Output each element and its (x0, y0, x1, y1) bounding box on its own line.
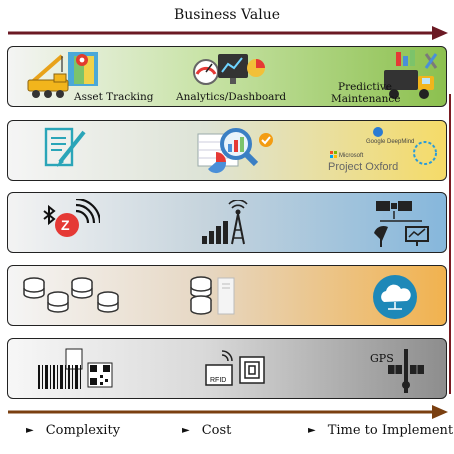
google-deepmind-logo-text: Google DeepMind (366, 139, 414, 145)
document-pen-icon (44, 127, 86, 167)
rfid-label: RFID (210, 377, 227, 384)
factor-time: ► Time to Implement (308, 423, 453, 438)
cloud-icon (373, 275, 417, 319)
cell-tower-signal-icon (202, 200, 248, 245)
crane-truck-map-icon (27, 52, 98, 98)
bullet-icon: ► (182, 425, 190, 436)
predictive-maintenance-label: Predictive (338, 81, 392, 93)
satellite-network-icon (374, 201, 429, 247)
factor-complexity: ► Complexity (26, 423, 120, 438)
layer-sensors: RFID GPS (7, 338, 447, 399)
microsoft-logo-text: Microsoft (339, 153, 364, 159)
layer-analytics-services: Google DeepMind Microsoft Project Oxford (7, 120, 447, 181)
rfid-nfc-icon (205, 350, 265, 386)
right-edge-line (449, 94, 451, 394)
layer-storage (7, 265, 447, 326)
svg-text:Z: Z (61, 217, 70, 233)
factor-time-label: Time to Implement (327, 423, 454, 438)
gauge-chart-icon (193, 54, 265, 85)
factor-complexity-label: Complexity (45, 423, 121, 438)
gps-label: GPS (370, 352, 394, 365)
bullet-icon: ► (308, 425, 316, 436)
asset-tracking-label: Asset Tracking (74, 91, 154, 103)
business-value-arrow (8, 26, 448, 40)
layer-connectivity: Z (7, 192, 447, 253)
project-oxford-text: Project Oxford (328, 161, 398, 173)
factor-cost: ► Cost (182, 423, 231, 438)
barcode-qr-icon (38, 348, 113, 389)
truck-tools-icon (384, 50, 438, 99)
cost-factors-arrow (8, 405, 448, 419)
business-value-title: Business Value (173, 7, 281, 23)
ai-services-logos: Google DeepMind Microsoft Project Oxford (328, 127, 437, 173)
predictive-maintenance-label-line2: Maintenance (331, 93, 401, 105)
database-cluster-icon (23, 277, 119, 313)
layer-applications: Asset Tracking Analytics/Dashboard Predi… (7, 46, 447, 107)
bluetooth-zigbee-wifi-icon: Z (43, 199, 100, 237)
analytics-dashboard-label: Analytics/Dashboard (176, 91, 287, 103)
satellite-icon (388, 349, 424, 393)
analytics-magnifier-icon (197, 128, 273, 174)
database-server-icon (190, 276, 235, 315)
bullet-icon: ► (26, 425, 34, 436)
factor-cost-label: Cost (201, 423, 232, 438)
